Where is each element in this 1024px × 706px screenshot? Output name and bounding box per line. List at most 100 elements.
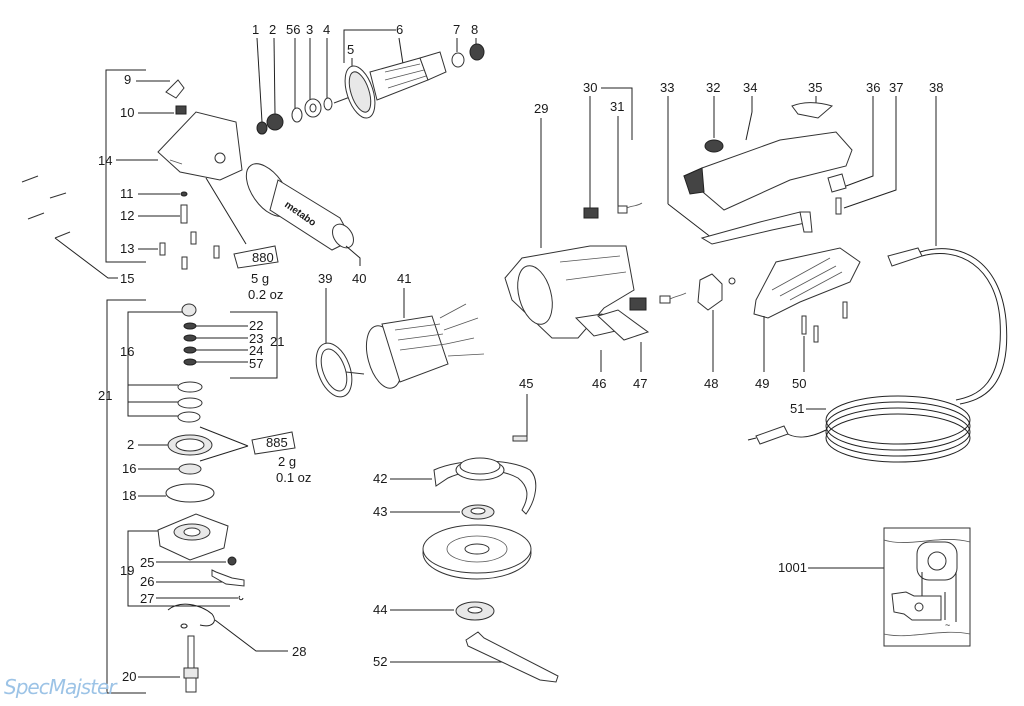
label-7: 7	[453, 22, 460, 37]
label-45: 45	[519, 376, 533, 391]
label-49: 49	[755, 376, 769, 391]
handle-shell-part-49	[753, 247, 861, 319]
label-21-outer: 21	[98, 388, 112, 403]
wire-part-28	[167, 603, 215, 629]
stator-part-41	[365, 303, 485, 389]
label-part-35	[791, 102, 834, 119]
gasket-part-18	[165, 483, 215, 503]
side-handle-part-40: metabo	[245, 163, 354, 251]
cover-part-34	[683, 131, 853, 211]
label-40: 40	[352, 271, 366, 286]
washer-part-56	[291, 107, 303, 123]
spring-part-25	[227, 556, 237, 566]
grease-885-amount-oz: 0.1 oz	[276, 470, 311, 485]
label-22: 22	[249, 318, 263, 333]
label-44: 44	[373, 602, 387, 617]
lock-washer-b	[177, 397, 203, 409]
lock-button-part-9	[165, 79, 185, 99]
label-41: 41	[397, 271, 411, 286]
pinion-part-2	[266, 113, 284, 131]
ring-part-27	[238, 595, 244, 601]
guard-group: 42 43 44 52	[373, 457, 559, 683]
label-21-inner: 21	[270, 334, 284, 349]
grease-880-code: 880	[252, 250, 274, 265]
bearing-part-7	[451, 52, 465, 68]
wiring-diagram-1001: 1001 ~	[778, 527, 971, 647]
label-16-top: 16	[120, 344, 134, 359]
cover-group: 33 32 34 35 36 37 38	[660, 80, 943, 246]
pin-part-12	[180, 204, 188, 224]
screws-part-50	[801, 301, 848, 343]
grease-tube-885: 885	[251, 431, 296, 455]
label-50: 50	[792, 376, 806, 391]
grease-885-code: 885	[266, 435, 288, 450]
label-20: 20	[122, 669, 136, 684]
bracket-6	[343, 29, 396, 63]
spindle-group: 21 16 22 23 24 57 21 2 885 2 g 0.1	[4, 299, 311, 699]
bracket-19	[127, 530, 230, 607]
label-29: 29	[534, 101, 548, 116]
bearing-cap-part-8	[469, 43, 485, 61]
clip-part-36	[827, 173, 847, 193]
label-34: 34	[743, 80, 757, 95]
label-31: 31	[610, 99, 624, 114]
label-12: 12	[120, 208, 134, 223]
label-18: 18	[122, 488, 136, 503]
label-57: 57	[249, 356, 263, 371]
label-30: 30	[583, 80, 597, 95]
grease-880-amount-oz: 0.2 oz	[248, 287, 283, 302]
handle-group: 48 49 50 51	[697, 247, 1008, 463]
power-cord-part-51	[747, 395, 971, 463]
label-42: 42	[373, 471, 387, 486]
label-46: 46	[592, 376, 606, 391]
label-43: 43	[373, 504, 387, 519]
watermark: SpecMajster	[4, 675, 118, 699]
label-24: 24	[249, 343, 263, 358]
label-13: 13	[120, 241, 134, 256]
power-cord-part-38	[887, 247, 1008, 405]
label-15: 15	[120, 271, 134, 286]
label-48: 48	[704, 376, 718, 391]
lock-washer-a	[177, 381, 203, 393]
label-4: 4	[323, 22, 330, 37]
gear-housing-part-14	[157, 111, 243, 181]
label-39: 39	[318, 271, 332, 286]
motor-housing-group: 29 46 47 45	[504, 101, 687, 442]
label-1001: 1001	[778, 560, 807, 575]
motor-group: 39 41	[315, 271, 485, 398]
label-10: 10	[120, 105, 134, 120]
capacitor-part-31	[617, 205, 628, 214]
bracket-21-outer	[106, 299, 146, 694]
label-6: 6	[396, 22, 403, 37]
armature-group: 1 2 56 3 4 6 5 7	[252, 22, 485, 135]
label-25: 25	[140, 555, 154, 570]
screw-part-37	[835, 197, 842, 215]
label-32: 32	[706, 80, 720, 95]
bracket-21-inner	[230, 311, 278, 379]
disc-washer	[177, 411, 201, 423]
label-35: 35	[808, 80, 822, 95]
spring-part-10	[175, 105, 187, 115]
nut-part-16	[181, 303, 197, 317]
screws-part-15	[21, 175, 71, 239]
label-37: 37	[889, 80, 903, 95]
grease-880-amount-g: 5 g	[251, 271, 269, 286]
label-part-45	[512, 435, 528, 442]
label-36: 36	[866, 80, 880, 95]
washer-part-4	[323, 97, 333, 111]
plug	[755, 425, 789, 445]
label-8: 8	[471, 22, 478, 37]
grease-885-amount-g: 2 g	[278, 454, 296, 469]
label-2-gear: 2	[127, 437, 134, 452]
label-56: 56	[286, 22, 300, 37]
label-27: 27	[140, 591, 154, 606]
electronics-module-part-48	[697, 273, 723, 311]
label-11: 11	[120, 186, 134, 201]
label-9: 9	[124, 72, 131, 87]
label-19: 19	[120, 563, 134, 578]
armature-part-6	[333, 51, 447, 119]
label-33: 33	[660, 80, 674, 95]
label-1: 1	[252, 22, 259, 37]
switch-part-30	[583, 207, 599, 219]
knob-part-32	[704, 139, 724, 153]
